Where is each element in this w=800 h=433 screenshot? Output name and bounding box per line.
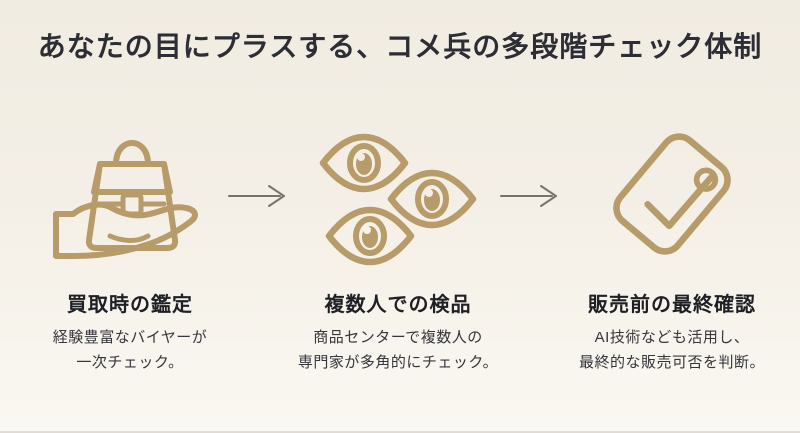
step-heading: 複数人での検品 — [324, 294, 472, 316]
step-final-confirmation: 販売前の最終確認 AI技術なども活用し、 最終的な販売可否を判断。 — [562, 100, 782, 376]
tag-check-icon — [562, 100, 782, 268]
step-heading: 販売前の最終確認 — [588, 294, 756, 316]
step-description-line: 経験豊富なバイヤーが — [52, 329, 208, 346]
step-heading: 買取時の鑑定 — [67, 294, 193, 316]
bottom-divider — [0, 431, 800, 433]
step-description: 商品センターで複数人の 専門家が多角的にチェック。 — [288, 326, 508, 376]
step-description-line: 専門家が多角的にチェック。 — [297, 353, 499, 371]
three-eyes-icon — [288, 100, 508, 268]
step-multi-person-inspection: 複数人での検品 商品センターで複数人の 専門家が多角的にチェック。 — [288, 100, 508, 376]
page-title: あなたの目にプラスする、コメ兵の多段階チェック体制 — [37, 30, 763, 63]
right-arrow-icon — [228, 183, 290, 209]
right-arrow-icon — [500, 183, 562, 209]
bag-on-hand-icon — [20, 100, 240, 268]
step-purchase-appraisal: 買取時の鑑定 経験豊富なバイヤーが 一次チェック。 — [20, 100, 240, 376]
step-description: AI技術なども活用し、 最終的な販売可否を判断。 — [562, 326, 782, 376]
step-description: 経験豊富なバイヤーが 一次チェック。 — [20, 326, 240, 376]
step-description-line: AI技術なども活用し、 — [594, 329, 750, 346]
step-description-line: 最終的な販売可否を判断。 — [578, 353, 765, 371]
step-description-line: 商品センターで複数人の — [313, 329, 483, 346]
step-description-line: 一次チェック。 — [76, 353, 184, 371]
